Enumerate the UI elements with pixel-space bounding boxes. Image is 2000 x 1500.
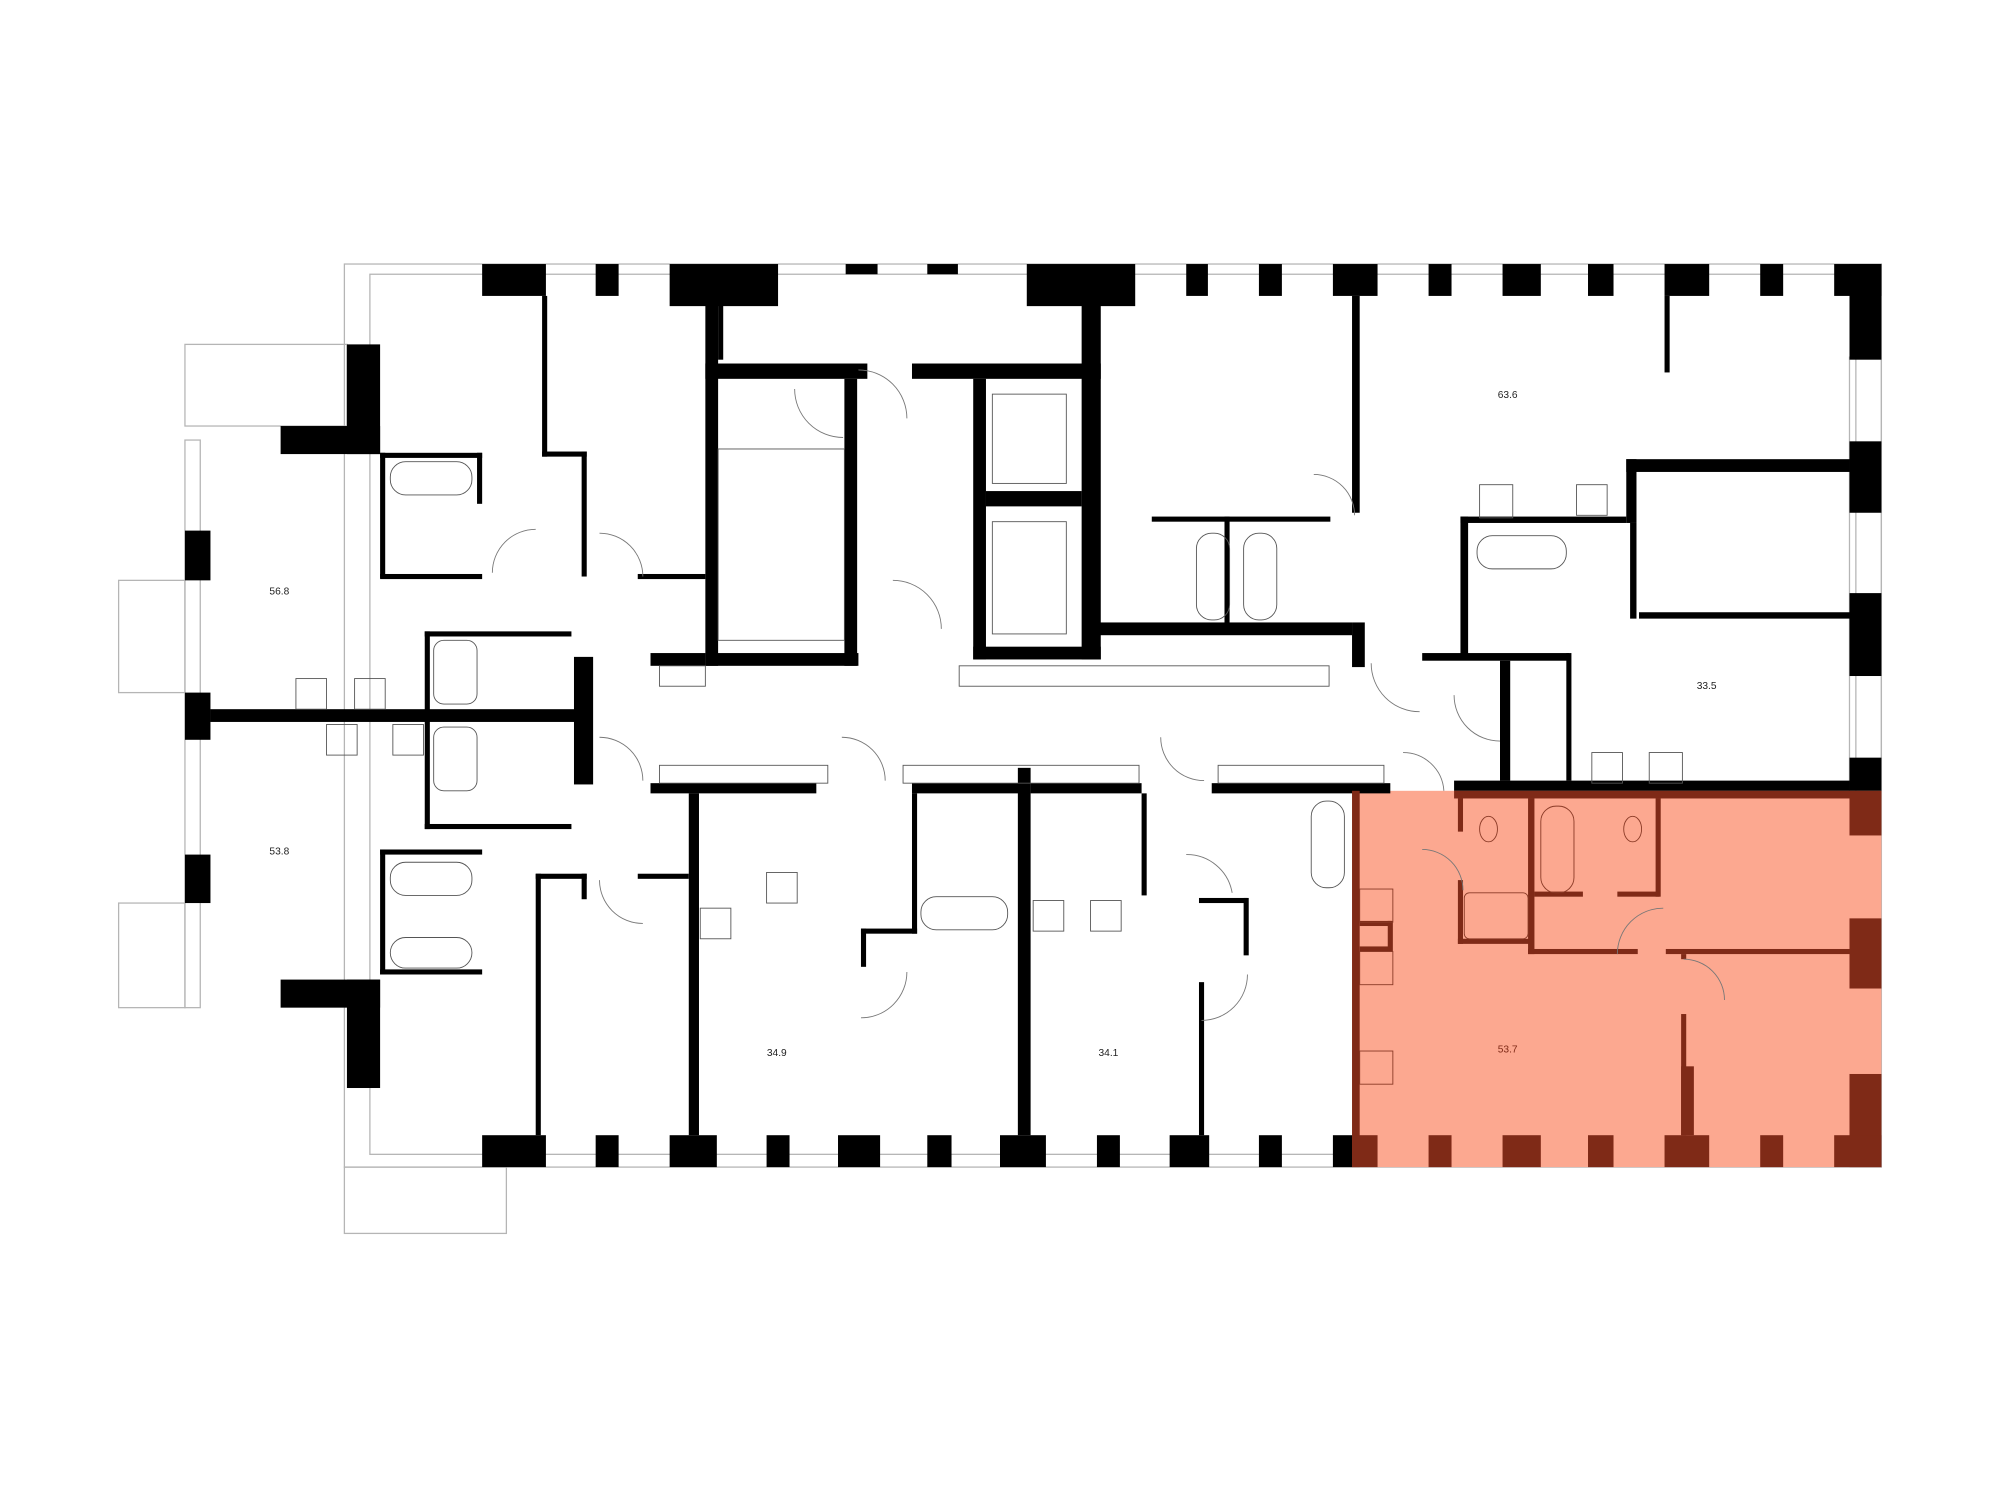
fixtures xyxy=(295,393,1683,1085)
doors xyxy=(491,369,1725,1021)
area-label-33-5: 33.5 xyxy=(1697,681,1717,692)
apartment-bottom-right[interactable] xyxy=(1352,790,1882,1168)
area-label-34-9: 34.9 xyxy=(767,1048,787,1059)
area-label-56-8: 56.8 xyxy=(269,586,289,597)
walls xyxy=(184,264,1882,1168)
area-label-63-6: 63.6 xyxy=(1498,390,1518,401)
area-label-53-8: 53.8 xyxy=(269,847,289,858)
selected-apartment-walls xyxy=(1352,790,1882,1168)
area-labels: 56.8 53.8 34.9 34.1 63.6 33.5 53.7 xyxy=(269,390,1716,1059)
area-label-34-1: 34.1 xyxy=(1099,1048,1119,1059)
area-label-53-7-selected: 53.7 xyxy=(1498,1044,1518,1055)
